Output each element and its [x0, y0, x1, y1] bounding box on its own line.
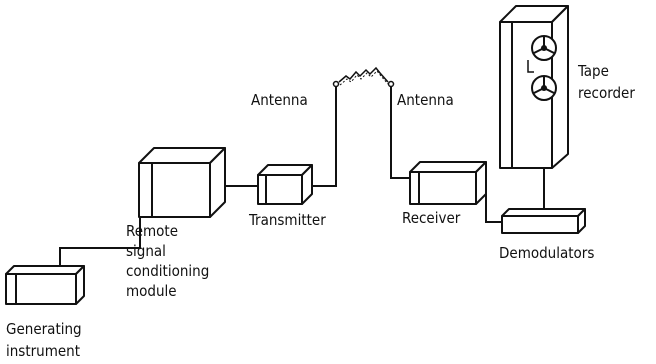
right-antenna-tip-icon [387, 80, 395, 88]
left-antenna-tip-icon [332, 80, 340, 88]
tape-recorder-label-line-1: Tape [577, 62, 609, 80]
remote-module-label-line-1: Remote [126, 222, 178, 240]
remote-signal-conditioning-module-box [138, 147, 226, 218]
tape-reel-top-icon [531, 35, 557, 61]
tape-reel-bottom-icon [531, 75, 557, 101]
generating-instrument-label-line-1: Generating [6, 320, 82, 338]
tape-recorder-label: Tape recorder [577, 62, 635, 102]
tape-recorder-label-line-2: recorder [578, 84, 635, 102]
antenna-radio-link [332, 66, 395, 88]
receiver-box [409, 161, 487, 205]
transmitter-label: Transmitter [248, 211, 326, 229]
remote-module-label-line-4: module [126, 282, 177, 300]
wire-instrument-to-module [59, 218, 141, 272]
demodulators-box [501, 208, 586, 234]
radio-wave-icon [338, 66, 389, 83]
transmitter-box [257, 164, 313, 205]
remote-module-label: Remote signal conditioning module [126, 222, 214, 300]
remote-module-label-line-3: conditioning [126, 262, 209, 280]
remote-module-label-line-2: signal [126, 242, 166, 260]
demodulators-label: Demodulators [499, 244, 594, 262]
receiver-label: Receiver [402, 209, 461, 227]
antenna-right-label: Antenna [397, 91, 454, 109]
tape-recorder-box [499, 5, 569, 169]
wire-transmitter-to-antenna [311, 84, 337, 187]
generating-instrument-box [5, 265, 85, 305]
generating-instrument-label-line-2: instrument [6, 342, 80, 360]
antenna-left-label: Antenna [251, 91, 308, 109]
wire-antenna-to-receiver [390, 84, 410, 179]
tape-path-icon [527, 60, 534, 73]
generating-instrument-label: Generating instrument [6, 320, 86, 360]
